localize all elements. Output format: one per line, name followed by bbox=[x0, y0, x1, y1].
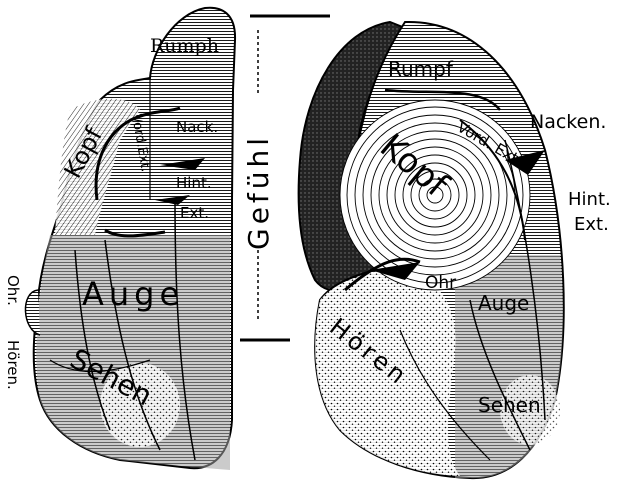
left-ohr-label: Ohr. bbox=[4, 275, 22, 306]
right-auge-label: Auge bbox=[478, 291, 529, 315]
right-sehen-label: Sehen bbox=[478, 393, 541, 417]
left-horen-label: Hören. bbox=[4, 340, 22, 390]
right-ext-label: Ext. bbox=[574, 214, 609, 235]
right-rumpf-label: Rumpf bbox=[388, 57, 454, 81]
right-nacken-label: Nacken. bbox=[530, 111, 606, 133]
right-hint-label: Hint. bbox=[568, 189, 611, 210]
left-auge-label: Auge bbox=[82, 275, 184, 313]
left-ext-label: Ext. bbox=[180, 204, 209, 222]
left-rumpf-label: Rumph bbox=[150, 35, 219, 57]
left-nack-label: Nack. bbox=[176, 118, 218, 136]
left-hint-label: Hint. bbox=[176, 174, 212, 192]
right-ohr-label: Ohr bbox=[425, 273, 456, 293]
gefuhl-label: Gefühl bbox=[242, 134, 275, 250]
